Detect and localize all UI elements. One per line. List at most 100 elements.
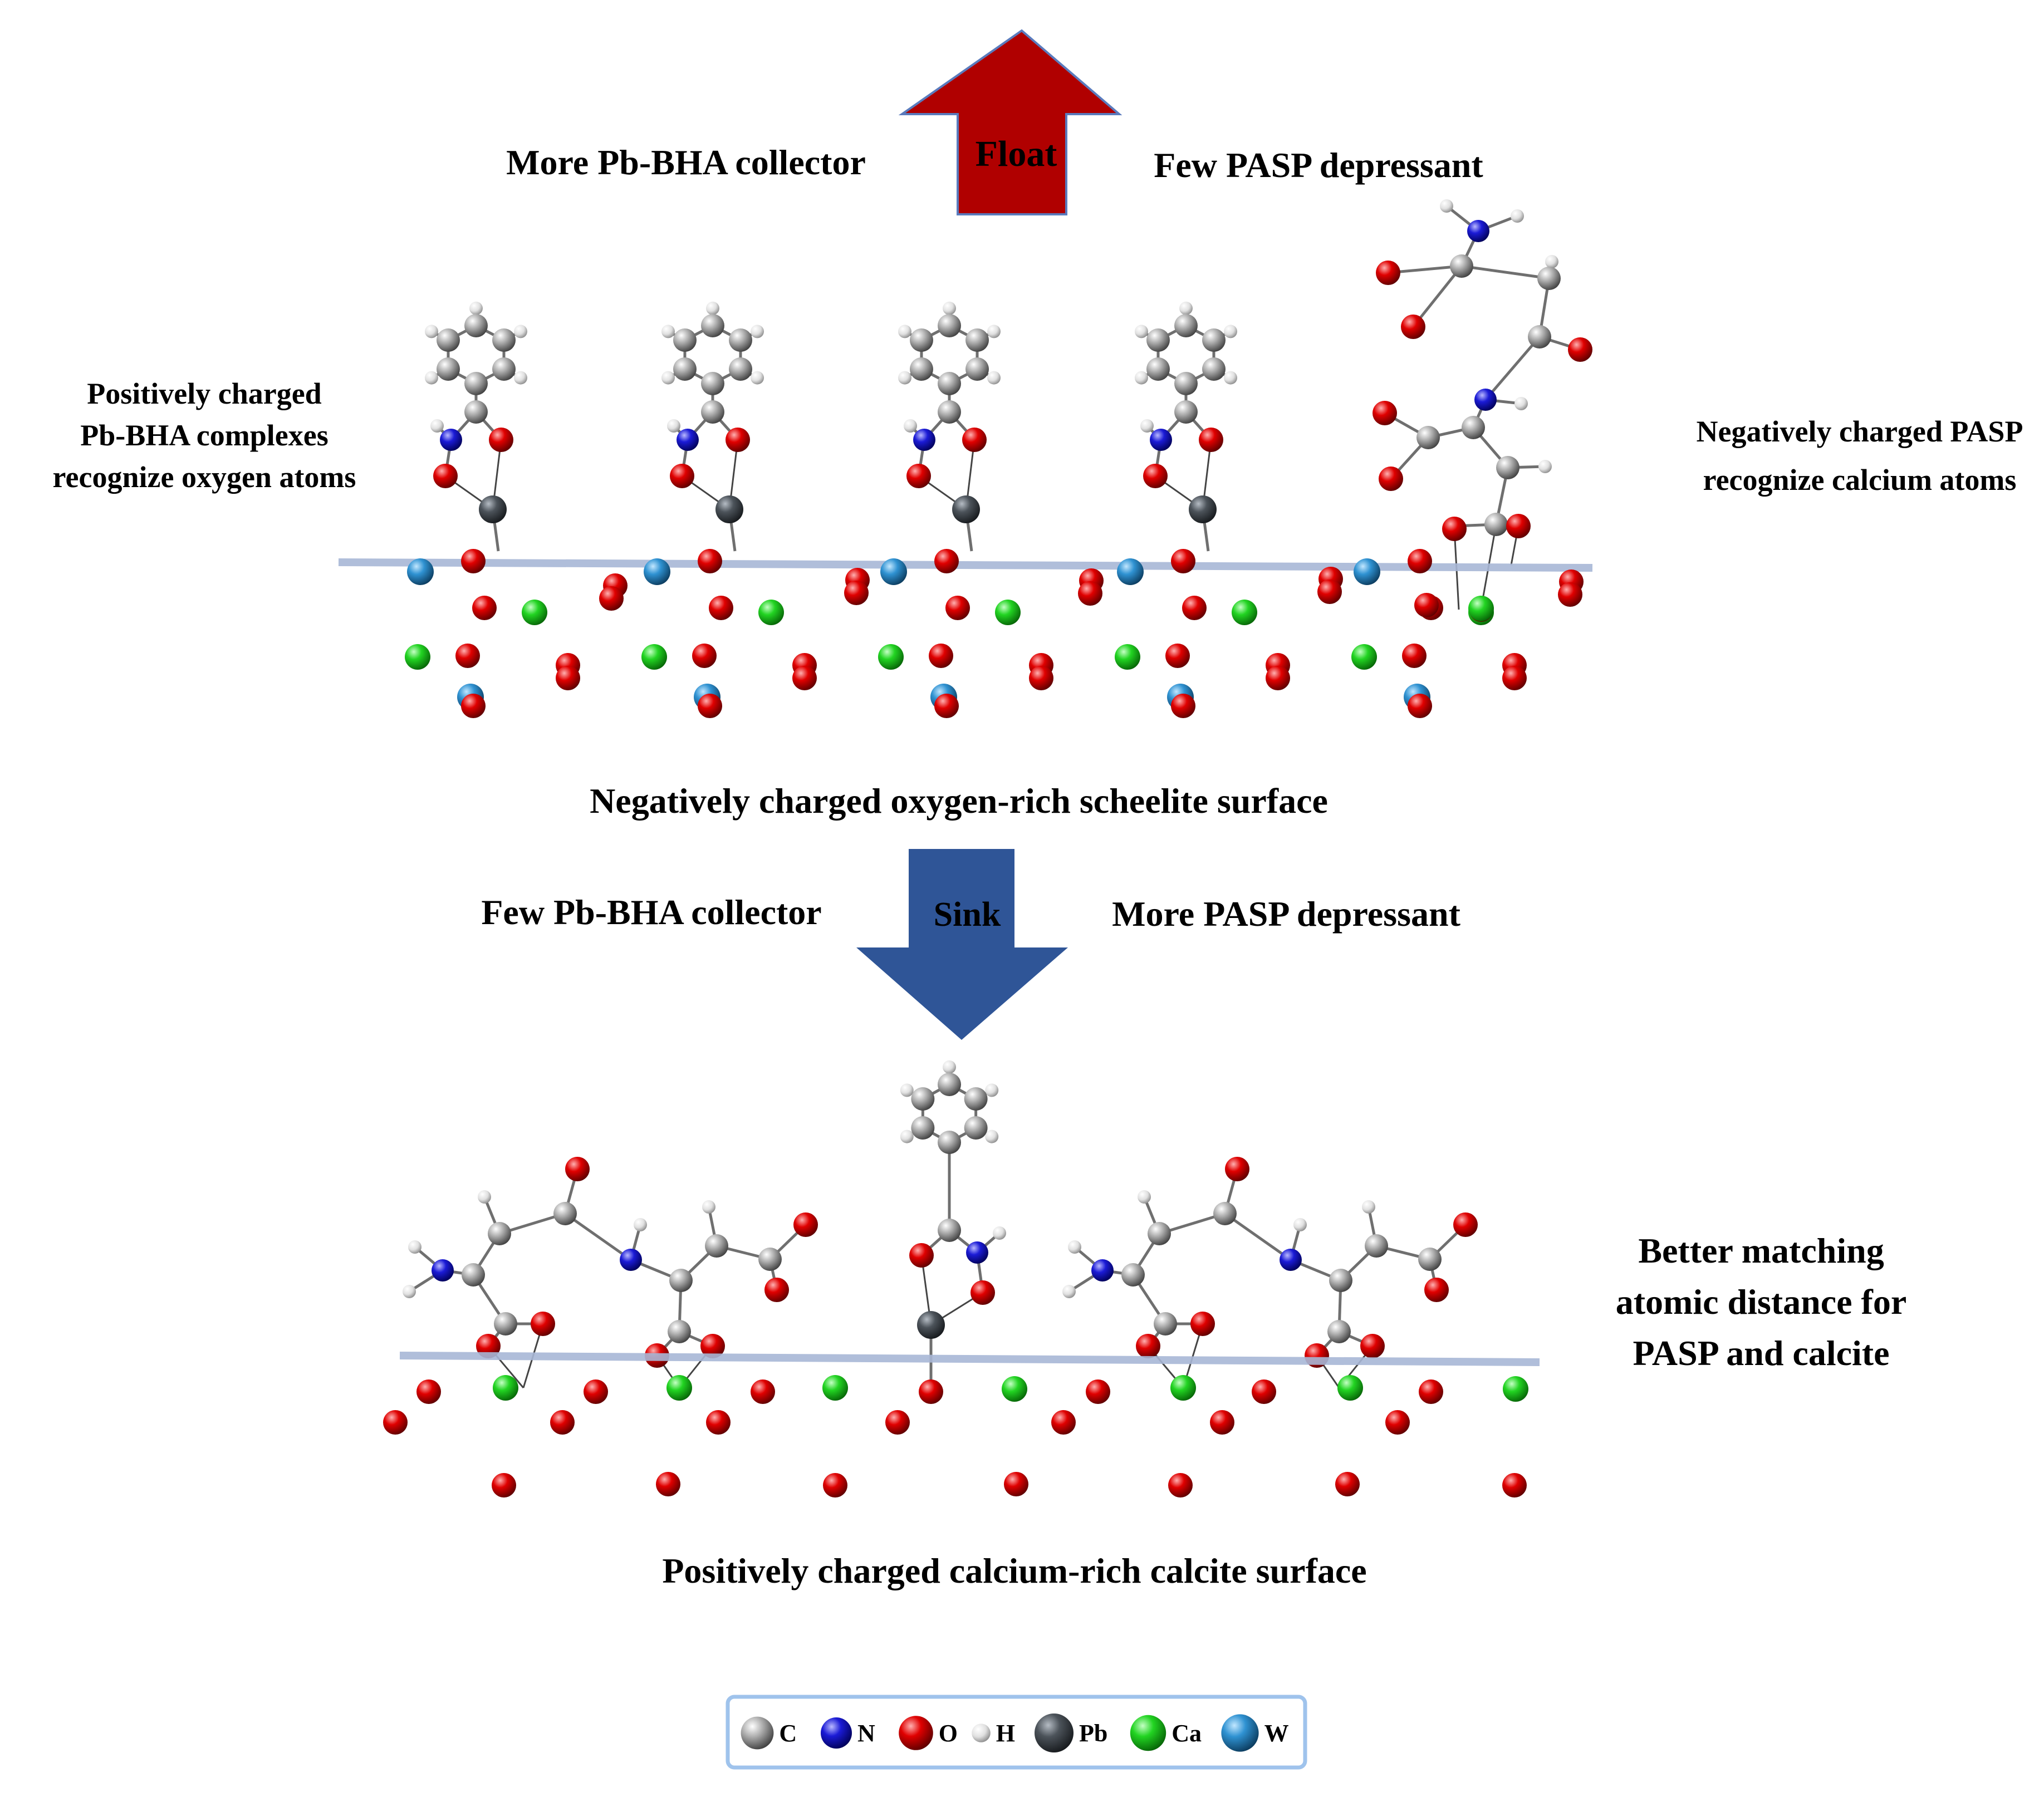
oxygen-atom: [706, 1410, 731, 1435]
oxygen-atom: [1360, 1334, 1385, 1358]
carbon-atom: [1121, 1263, 1145, 1287]
oxygen-atom: [584, 1379, 608, 1404]
legend-label-o: O: [939, 1720, 958, 1747]
hydrogen-atom: [751, 325, 764, 338]
oxygen-atom: [1414, 593, 1439, 617]
calcium-atom: [822, 1375, 848, 1401]
top-right-label: Few PASP depressant: [1154, 145, 1483, 185]
oxygen-atom: [1408, 694, 1432, 718]
oxygen-atom: [929, 644, 953, 668]
top-side-right-line1: Negatively charged PASP: [1697, 415, 2023, 448]
carbon-atom: [1174, 400, 1198, 424]
hydrogen-atom: [424, 371, 438, 385]
oxygen-atom: [700, 1334, 725, 1358]
oxygen-atom: [726, 428, 750, 452]
calcite-surface-line: [399, 1352, 1540, 1366]
carbon-atom: [1202, 328, 1226, 352]
nitrogen-atom: [432, 1259, 454, 1282]
top-side-left-line1: Positively charged: [87, 377, 321, 410]
oxygen-atom: [934, 694, 959, 718]
oxygen-atom: [670, 464, 694, 488]
carbon-atom: [488, 1222, 511, 1245]
hydrogen-atom: [478, 1190, 491, 1204]
hydrogen-atom: [751, 371, 764, 385]
calcium-atom: [995, 600, 1021, 625]
carbon-atom: [673, 328, 697, 352]
oxygen-atom: [899, 1716, 933, 1750]
bottom-side-right-line2: atomic distance for: [1616, 1282, 1907, 1322]
oxygen-atom: [1171, 694, 1195, 718]
bottom-side-right-line1: Better matching: [1638, 1231, 1884, 1270]
oxygen-atom: [1136, 1334, 1160, 1358]
calcium-atom: [1337, 1375, 1363, 1401]
oxygen-atom: [1453, 1212, 1478, 1237]
float-arrow: Float: [898, 29, 1123, 215]
hydrogen-atom: [469, 301, 483, 315]
bond: [1412, 265, 1463, 328]
oxygen-atom: [1143, 464, 1168, 488]
carbon-atom: [911, 1087, 935, 1111]
oxygen-atom: [472, 596, 497, 620]
oxygen-atom: [962, 428, 987, 452]
bottom-side-right-line3: PASP and calcite: [1633, 1333, 1890, 1373]
sink-arrow-shape: [856, 849, 1068, 1040]
hydrogen-atom: [1134, 325, 1148, 338]
calcite-surface-caption: Positively charged calcium-rich calcite …: [662, 1551, 1366, 1590]
oxygen-atom: [461, 694, 486, 718]
lead-atom: [715, 495, 743, 523]
oxygen-atom: [565, 1157, 590, 1181]
hydrogen-atom: [1224, 325, 1238, 338]
carbon-atom: [464, 314, 488, 337]
carbon-atom: [701, 400, 724, 424]
hydrogen-atom: [1514, 397, 1528, 410]
hydrogen-atom: [706, 301, 719, 315]
hydrogen-atom: [1511, 209, 1524, 223]
oxygen-atom: [823, 1473, 847, 1498]
carbon-atom: [964, 1116, 988, 1140]
hydrogen-atom: [943, 301, 956, 315]
carbon-atom: [464, 400, 488, 424]
oxygen-atom: [909, 1243, 934, 1268]
oxygen-atom: [751, 1379, 775, 1404]
bottom-right-label: More PASP depressant: [1112, 894, 1460, 934]
calcium-atom: [878, 644, 904, 670]
hydrogen-atom: [1538, 460, 1552, 473]
carbon-atom: [938, 1131, 961, 1154]
oxygen-atom: [556, 666, 580, 690]
carbon-atom: [701, 372, 724, 395]
hydrogen-atom: [1293, 1218, 1307, 1231]
bond: [564, 1212, 632, 1261]
lead-atom: [917, 1311, 945, 1339]
carbon-atom: [1174, 314, 1198, 337]
hydrogen-atom: [943, 1060, 956, 1074]
hydrogen-atom: [1068, 1240, 1081, 1254]
calcium-atom: [758, 600, 784, 625]
legend-label-h: H: [996, 1720, 1015, 1747]
oxygen-atom: [1182, 596, 1207, 620]
float-arrow-label: Float: [976, 134, 1057, 174]
oxygen-atom: [1502, 1473, 1527, 1498]
carbon-atom: [1154, 1312, 1177, 1336]
nitrogen-atom: [913, 429, 935, 451]
hydrogen-atom: [1545, 255, 1558, 268]
bond: [1461, 264, 1550, 280]
hydrogen-atom: [1062, 1285, 1076, 1298]
nitrogen-atom: [1280, 1249, 1302, 1271]
hydrogen-atom: [1134, 371, 1148, 385]
oxygen-atom: [599, 586, 624, 611]
legend-frame: [726, 1695, 1307, 1770]
carbon-atom: [1418, 1248, 1442, 1271]
carbon-atom: [758, 1248, 782, 1271]
hydrogen-atom: [898, 325, 911, 338]
top-left-label: More Pb-BHA collector: [506, 143, 866, 182]
oxygen-atom: [1190, 1312, 1215, 1336]
oxygen-atom: [1335, 1472, 1360, 1496]
hydrogen-atom: [661, 371, 675, 385]
calcium-atom: [666, 1375, 692, 1401]
carbon-atom: [1484, 513, 1508, 536]
carbon-atom: [1148, 1222, 1171, 1245]
carbon-atom: [705, 1234, 728, 1258]
carbon-atom: [1213, 1202, 1237, 1225]
